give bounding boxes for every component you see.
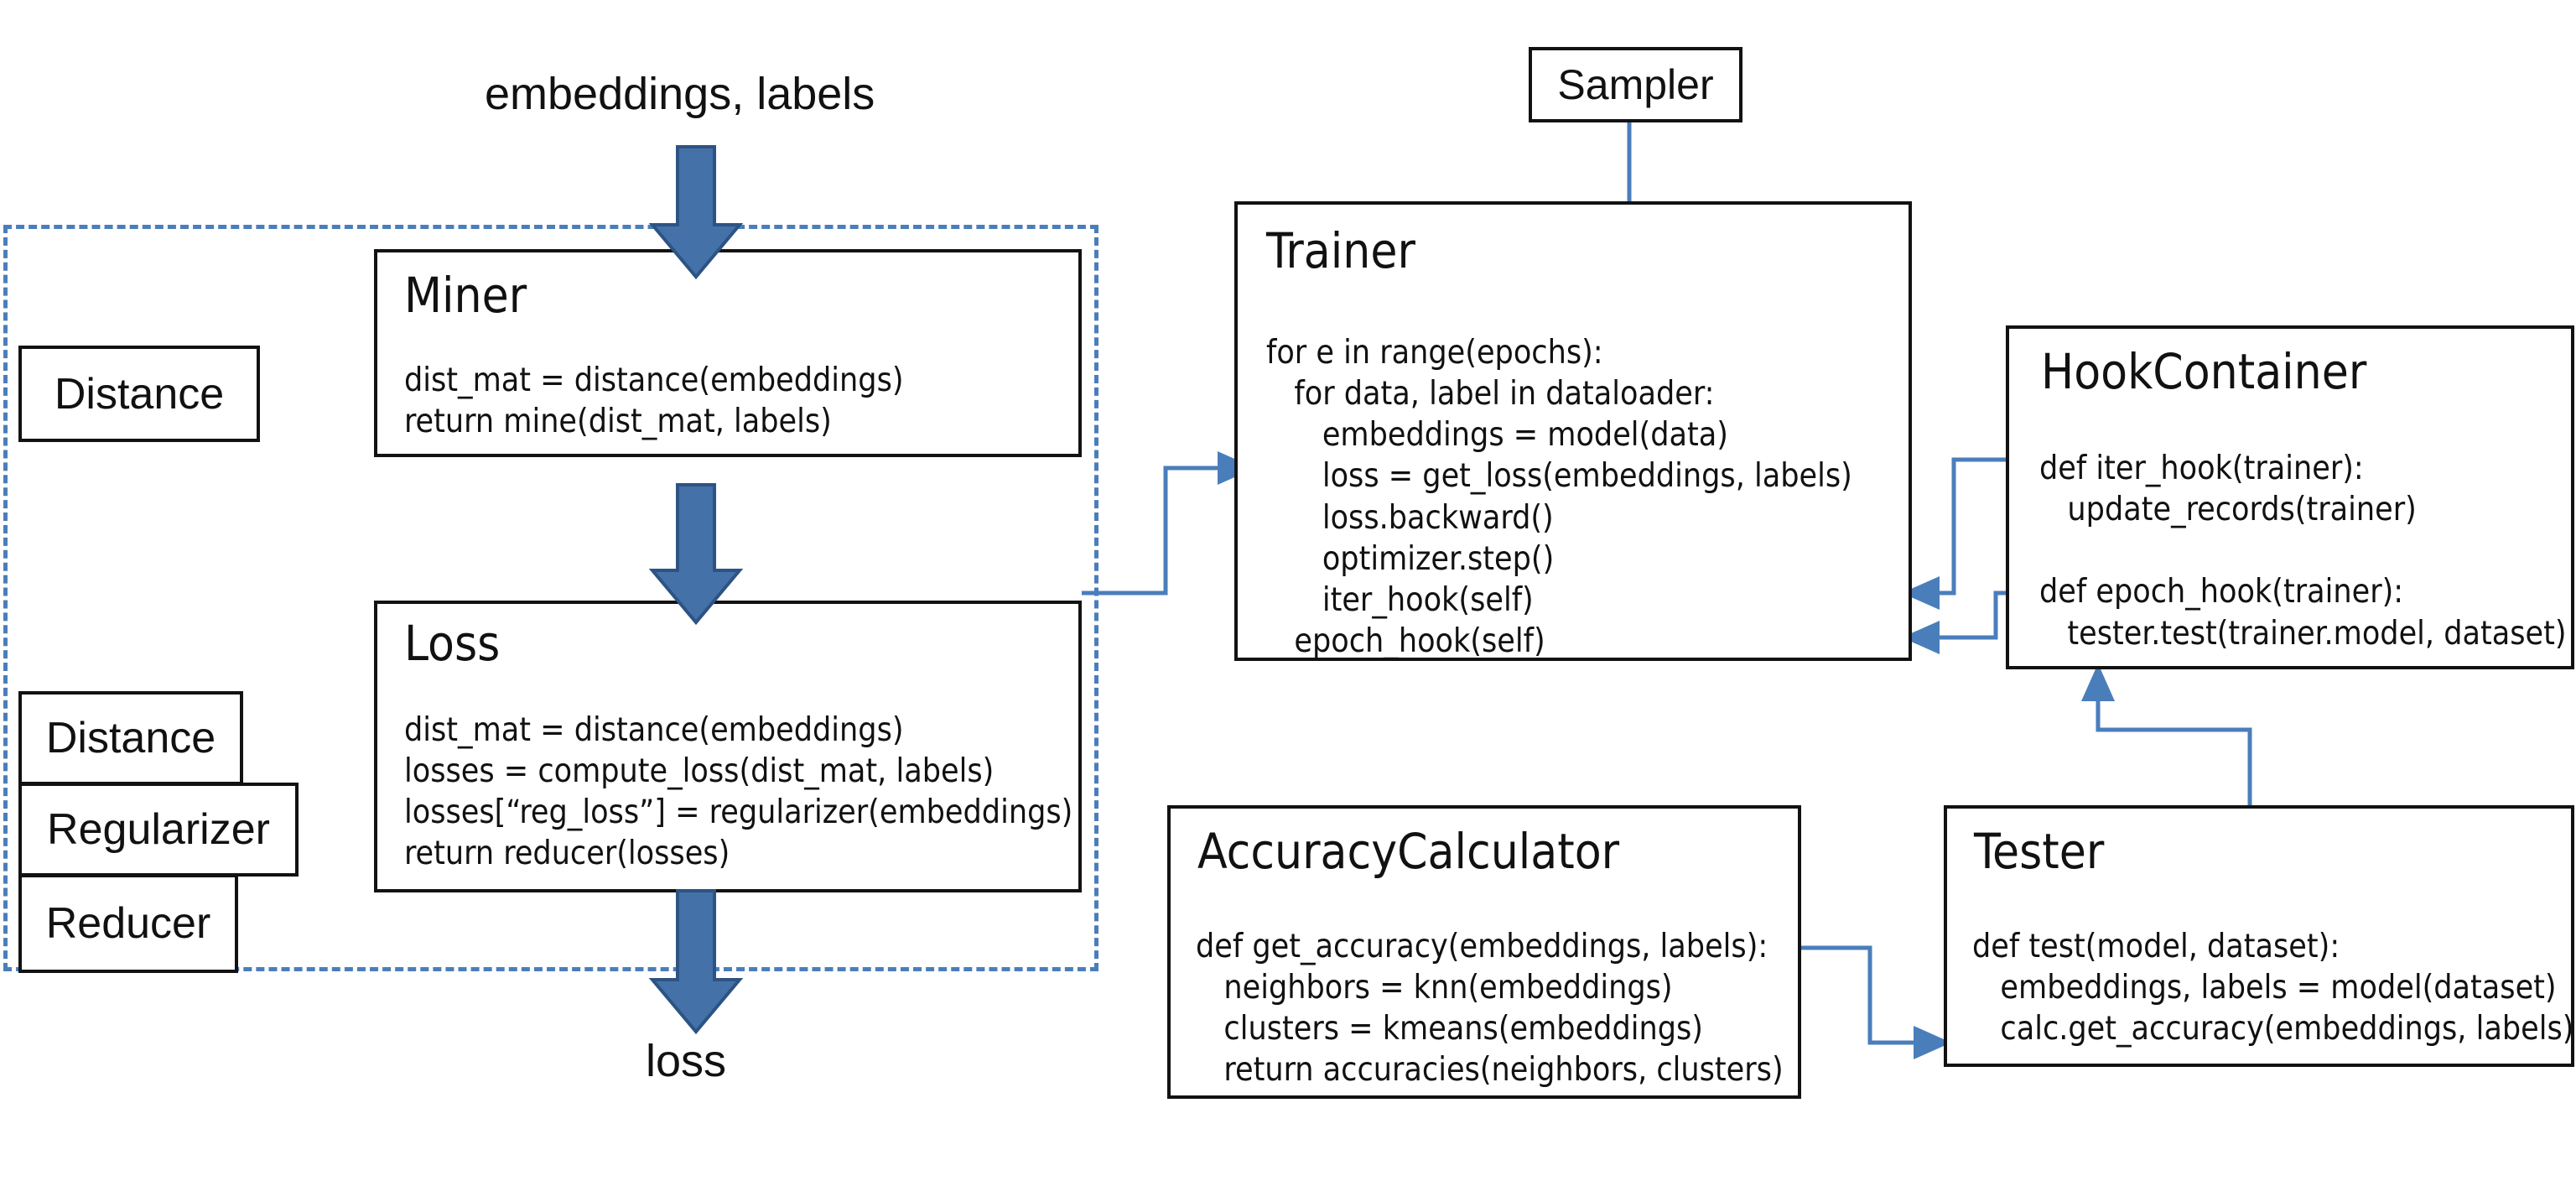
chip-distance-bottom[interactable]: Distance [18, 691, 243, 785]
node-accuracycalculator-code: def get_accuracy(embeddings, labels): ne… [1196, 928, 1784, 1090]
node-accuracycalculator[interactable]: AccuracyCalculator def get_accuracy(embe… [1167, 805, 1801, 1099]
node-loss-title: Loss [404, 615, 501, 672]
connector-accuracycalculator-to-tester [1801, 945, 1952, 1059]
connector-loss-to-trainer [1082, 451, 1256, 596]
node-loss[interactable]: Loss dist_mat = distance(embeddings) los… [374, 601, 1082, 892]
chip-distance-bottom-label: Distance [45, 714, 216, 762]
node-trainer-code: for e in range(epochs): for data, label … [1266, 334, 1852, 660]
input-label: embeddings, labels [485, 69, 875, 119]
node-tester-code: def test(model, dataset): embeddings, la… [1972, 928, 2574, 1048]
node-trainer-title: Trainer [1266, 222, 1415, 279]
node-tester[interactable]: Tester def test(model, dataset): embeddi… [1944, 805, 2574, 1067]
chip-sampler-label: Sampler [1557, 61, 1714, 108]
output-label: loss [646, 1036, 727, 1086]
chip-regularizer[interactable]: Regularizer [18, 783, 299, 877]
node-accuracycalculator-title: AccuracyCalculator [1197, 823, 1620, 880]
node-trainer[interactable]: Trainer for e in range(epochs): for data… [1234, 201, 1912, 661]
chip-distance-top-label: Distance [54, 369, 225, 419]
node-miner-code: dist_mat = distance(embeddings) return m… [404, 362, 904, 441]
chip-distance-top[interactable]: Distance [18, 346, 260, 442]
loss-function-group-boundary [3, 225, 1098, 971]
node-miner-title: Miner [404, 267, 527, 324]
node-hookcontainer-code: def iter_hook(trainer): update_records(t… [2039, 450, 2567, 653]
chip-sampler[interactable]: Sampler [1529, 47, 1742, 122]
chip-regularizer-label: Regularizer [47, 805, 270, 854]
connector-tester-to-hookcontainer [2081, 663, 2252, 808]
chip-reducer-label: Reducer [45, 899, 211, 948]
chip-reducer[interactable]: Reducer [18, 874, 238, 973]
node-hookcontainer[interactable]: HookContainer def iter_hook(trainer): up… [2006, 325, 2574, 669]
node-tester-title: Tester [1974, 823, 2105, 880]
node-miner[interactable]: Miner dist_mat = distance(embeddings) re… [374, 249, 1082, 457]
node-loss-code: dist_mat = distance(embeddings) losses =… [404, 711, 1073, 873]
node-hookcontainer-title: HookContainer [2041, 343, 2367, 400]
